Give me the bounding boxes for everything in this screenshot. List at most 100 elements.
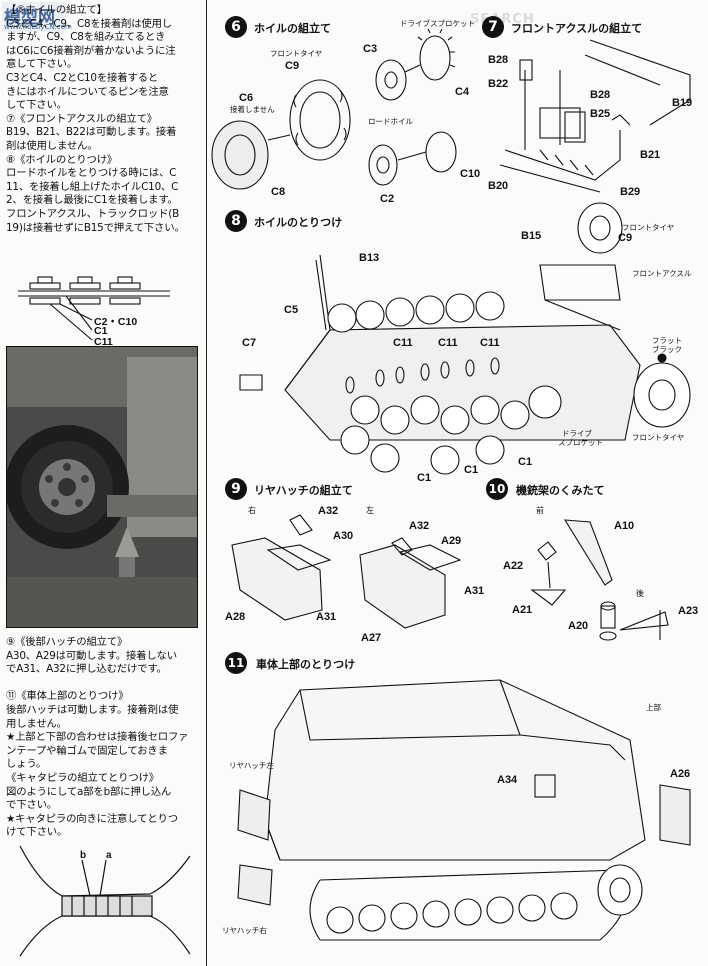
label-c2: C2	[380, 193, 395, 205]
left-instructions-column: 模型网 www.hobbyCN.com 【⑤ホイルの組立て】C3とC4、C9、C…	[0, 0, 206, 966]
label-a22: A22	[503, 560, 524, 572]
label-rear: 後	[636, 589, 644, 598]
label-b13: B13	[359, 252, 380, 264]
reference-photo-front-wheel	[6, 346, 198, 628]
label-b28-right: B28	[590, 89, 611, 101]
step9-hatch-drawing	[231, 514, 462, 629]
notes-bottom-line: 《キャタピラの組立てとりつけ》	[6, 771, 159, 784]
notes-bottom-line: けて下さい。	[6, 826, 68, 839]
label-c1-c: C1	[417, 472, 432, 484]
label-front: 前	[536, 506, 544, 515]
notes-top-line: 意して下さい。	[6, 58, 78, 71]
label-c1: C1	[94, 325, 108, 337]
notes-top-line: ロードホイルをとりつける時には、C	[6, 167, 177, 180]
label-a32-a: A32	[318, 505, 339, 517]
notes-top-line: 【⑤ホイルの組立て】	[6, 4, 107, 16]
label-c7: C7	[242, 337, 257, 349]
notes-bottom-line: しょう。	[6, 758, 47, 771]
label-c10: C10	[460, 168, 481, 180]
label-black: ブラック	[652, 345, 682, 354]
notes-top-line: B19、B21、B22は可動します。接着	[6, 126, 177, 139]
label-c1-a: C1	[518, 456, 533, 468]
watermark-url: www.hobbyCN.com	[4, 23, 72, 31]
notes-bottom-line: ⑪《車体上部のとりつけ》	[6, 690, 129, 703]
label-a31-a: A31	[316, 611, 337, 623]
label-c8: C8	[271, 186, 286, 198]
label-b29: B29	[620, 186, 641, 198]
notes-top-line: して下さい。	[6, 99, 67, 112]
notes-bottom-line: でA31、A32に押し込むだけです。	[6, 663, 167, 676]
label-b20: B20	[488, 180, 509, 192]
label-drive-sprocket: ドライブスプロケット	[400, 19, 475, 28]
step8-hull-drawing	[239, 202, 691, 475]
label-front-tire-s8: フロントタイヤ	[622, 223, 675, 232]
notes-top-line: ⑧《ホイルのとりつけ》	[6, 153, 118, 166]
label-c2-c10: C2・C10	[94, 316, 138, 328]
label-a26: A26	[670, 768, 691, 780]
label-rear-hatch-left: リヤハッチ左	[229, 761, 274, 770]
step7-number: 7	[482, 16, 504, 38]
notes-top-line: フロントアクスル、トラックロッド(B	[6, 207, 179, 220]
label-c3: C3	[363, 43, 378, 55]
label-b22: B22	[488, 78, 509, 90]
label-c9-s8: C9	[618, 232, 633, 244]
label-sprocket: スプロケット	[558, 438, 603, 447]
notes-bottom-line: ⑨《後部ハッチの組立て》	[6, 636, 128, 648]
step11-hull-upper-drawing	[237, 679, 691, 941]
label-a34: A34	[497, 774, 518, 786]
step6-wheel-drawing	[211, 28, 457, 190]
label-b21: B21	[640, 149, 661, 161]
step6-title: ホイルの組立て	[254, 22, 331, 35]
step10-title: 機銃架のくみたて	[516, 484, 605, 497]
notes-top-line: 19)は接着せずにB15で押えて下さい。	[6, 221, 185, 234]
label-right: 右	[248, 506, 256, 515]
label-c11-c: C11	[480, 337, 500, 349]
label-a27: A27	[361, 632, 382, 644]
label-drive: ドライブ	[562, 429, 592, 438]
label-b25: B25	[590, 108, 611, 120]
step10-mg-mount-drawing	[530, 519, 669, 641]
label-c11: C11	[94, 336, 113, 348]
notes-bottom-line: 図のようにしてa部をb部に押し込ん	[6, 785, 172, 798]
label-rear-hatch-right: リヤハッチ右	[222, 926, 267, 935]
notes-top-line: 11、を接着し組上げたホイルC10、C	[6, 180, 179, 193]
label-b15: B15	[521, 230, 542, 242]
watermark-logo-text: 模型网	[4, 8, 55, 28]
label-c5: C5	[284, 304, 299, 316]
label-a: a	[106, 850, 112, 861]
step8-number: 8	[225, 210, 247, 232]
label-c11-b: C11	[438, 337, 458, 349]
label-a31-b: A31	[464, 585, 485, 597]
label-c4: C4	[455, 86, 470, 98]
step11-number: 11	[225, 652, 247, 674]
column-divider	[206, 0, 207, 966]
wheel-stack-diagram	[18, 276, 170, 341]
label-left: 左	[366, 506, 374, 515]
label-no-glue: 接着しません	[230, 105, 275, 114]
label-a21: A21	[512, 604, 533, 616]
label-upper: 上部	[646, 703, 661, 712]
label-front-tire: フロントタイヤ	[270, 49, 323, 58]
label-c9: C9	[285, 60, 300, 72]
notes-bottom-line: ★キャタピラの向きに注意してとりつ	[6, 812, 178, 825]
track-link-diagram	[19, 845, 191, 957]
notes-top-line: 剤は使用しません。	[6, 139, 98, 152]
notes-bottom-line: ンテープや輪ゴムで固定しておきま	[6, 744, 168, 757]
step7-axle-drawing	[499, 39, 691, 193]
watermark-logo: 模型网 www.hobbyCN.com	[2, 2, 72, 32]
step9-title: リヤハッチの組立て	[254, 484, 353, 497]
assembly-notes-top: 【⑤ホイルの組立て】C3とC4、C9、C8を接着剤は使用しますが、C9、C8を組…	[6, 4, 185, 235]
notes-bottom-line: 用しません。	[6, 717, 67, 730]
label-a20: A20	[568, 620, 589, 632]
label-a29: A29	[441, 535, 462, 547]
step9-number: 9	[225, 478, 247, 500]
step10-number: 10	[486, 478, 508, 500]
label-b19: B19	[672, 97, 693, 109]
step8-title: ホイルのとりつけ	[254, 216, 343, 229]
label-b28-top: B28	[488, 54, 509, 66]
notes-top-line: ますが、C9、C8を組み立てるとき	[6, 31, 166, 44]
label-front-tire-s8b: フロントタイヤ	[632, 433, 685, 442]
notes-bottom-line: A30、A29は可動します。接着しない	[6, 649, 177, 662]
label-c1-b: C1	[464, 464, 479, 476]
